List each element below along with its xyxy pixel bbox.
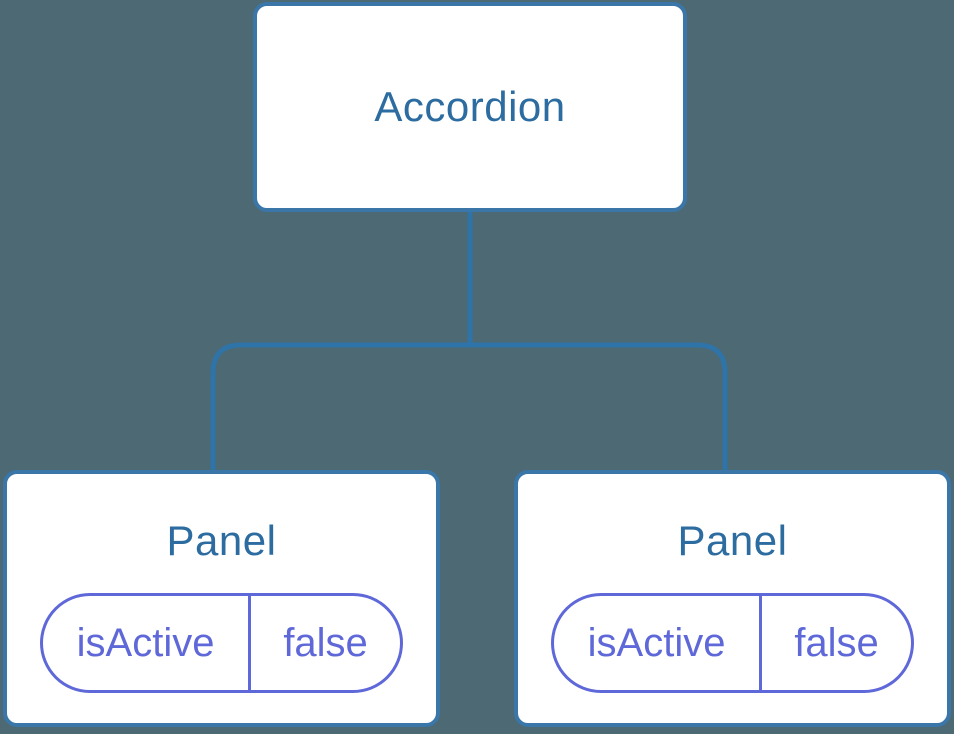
state-pill: isActive false [40,593,403,693]
state-pill: isActive false [551,593,914,693]
accordion-node-label: Accordion [374,83,566,130]
state-value: false [794,621,879,665]
state-name: isActive [554,596,763,690]
accordion-node: Accordion [253,2,687,212]
connector-branch-bracket [210,342,728,472]
panel-node: Panel isActive false [3,470,440,727]
state-value: false [283,621,368,665]
panel-node-label: Panel [677,517,788,564]
state-name: isActive [43,596,252,690]
panel-node: Panel isActive false [514,470,951,727]
panel-node-label: Panel [166,517,277,564]
